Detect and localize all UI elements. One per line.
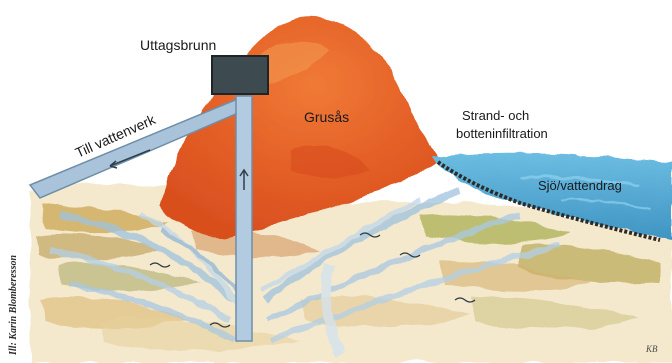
infiltration-label-line2: botteninfiltration — [456, 126, 548, 141]
well-head — [212, 56, 268, 94]
artist-signature: KB — [645, 344, 658, 354]
esker-label: Grusås — [304, 109, 349, 125]
well-label: Uttagsbrunn — [140, 37, 216, 53]
infiltration-label-line1: Strand- och — [462, 108, 529, 123]
well-casing — [236, 96, 252, 341]
lake-label: Sjö/vattendrag — [538, 178, 622, 193]
illustrator-credit: Ill: Karin Blomberesson — [8, 255, 19, 356]
